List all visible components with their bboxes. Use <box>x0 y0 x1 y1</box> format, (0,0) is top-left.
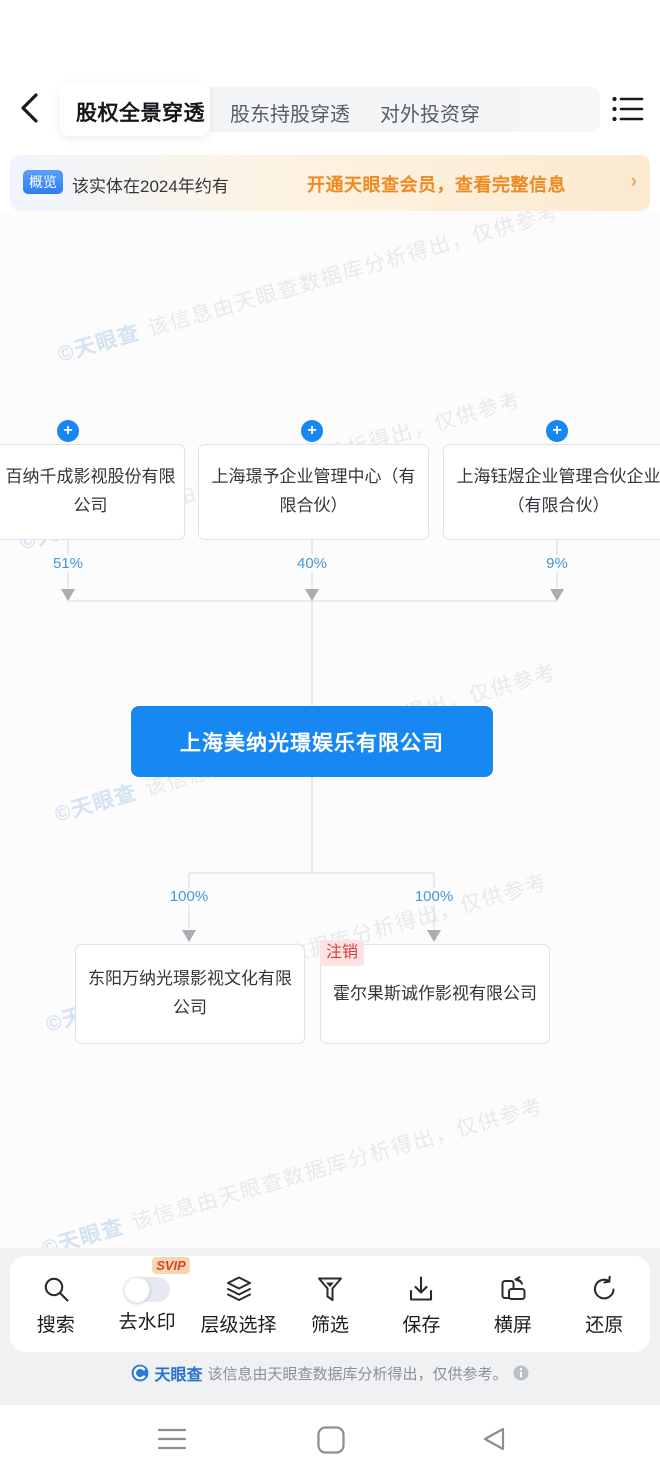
expand-plus-button[interactable]: + <box>546 420 568 442</box>
search-icon <box>40 1273 72 1305</box>
filter-button[interactable]: 筛选 <box>284 1256 375 1352</box>
app-header: 股权全景穿透 股东持股穿透 对外投资穿 <box>0 0 660 150</box>
equity-chart-canvas[interactable]: ©天眼查该信息由天眼查数据库分析得出，仅供参考 ©天眼查该信息由天眼查数据库分析… <box>0 211 660 1248</box>
ownership-percent: 100% <box>411 888 457 905</box>
expand-plus-button[interactable]: + <box>301 420 323 442</box>
back-button[interactable] <box>14 90 48 126</box>
bottom-area: 搜索 SVIP 去水印 层级选择 筛选 <box>0 1248 660 1405</box>
download-icon <box>405 1273 437 1305</box>
info-icon[interactable] <box>513 1365 529 1381</box>
tab-equity-panorama[interactable]: 股权全景穿透 <box>76 102 205 125</box>
plus-icon: + <box>307 422 317 439</box>
overview-banner: 概览 该实体在2024年约有 开通天眼查会员，查看完整信息 › <box>10 155 650 211</box>
footer-text: 该信息由天眼查数据库分析得出，仅供参考。 <box>207 1365 508 1383</box>
cancelled-status-badge: 注销 <box>320 940 365 966</box>
ownership-percent: 9% <box>543 555 571 572</box>
shareholder-node[interactable]: 百纳千成影视股份有限公司 <box>0 444 185 540</box>
plus-icon: + <box>63 422 73 439</box>
root-company-node[interactable]: 上海美纳光璟娱乐有限公司 <box>131 706 493 777</box>
tianyancha-logo-icon <box>132 1364 149 1382</box>
layer-select-button[interactable]: 层级选择 <box>193 1256 284 1352</box>
recent-apps-icon[interactable] <box>158 1426 186 1452</box>
tab-fade-overlay <box>492 87 600 132</box>
reset-button[interactable]: 还原 <box>559 1256 650 1352</box>
filter-icon <box>314 1273 346 1305</box>
plus-icon: + <box>552 422 562 439</box>
tab-outbound-investment[interactable]: 对外投资穿 <box>380 104 480 126</box>
subsidiary-node[interactable]: 东阳万纳光璟影视文化有限公司 <box>75 944 305 1044</box>
banner-text: 该实体在2024年约有 <box>72 177 229 196</box>
shareholder-node[interactable]: 上海璟予企业管理中心（有限合伙） <box>198 444 429 540</box>
shareholder-node[interactable]: 上海钰煜企业管理合伙企业（有限合伙） <box>443 444 660 540</box>
subsidiary-node[interactable]: 霍尔果斯诚作影视有限公司 <box>320 944 550 1044</box>
vip-upgrade-link[interactable]: 开通天眼查会员，查看完整信息 <box>307 175 566 195</box>
list-icon <box>612 96 644 122</box>
active-tab-pill <box>60 82 210 136</box>
rotate-screen-icon <box>497 1273 529 1305</box>
home-icon[interactable] <box>317 1426 345 1454</box>
chevron-left-icon <box>21 93 38 123</box>
remove-watermark-item[interactable]: SVIP 去水印 <box>101 1256 192 1352</box>
back-triangle-icon[interactable] <box>482 1426 508 1452</box>
svip-badge: SVIP <box>152 1257 190 1274</box>
tab-shareholder-penetration[interactable]: 股东持股穿透 <box>230 104 350 126</box>
android-nav-bar <box>0 1405 660 1474</box>
save-button[interactable]: 保存 <box>376 1256 467 1352</box>
footer-logo-text: 天眼查 <box>154 1367 203 1384</box>
chart-toolbar: 搜索 SVIP 去水印 层级选择 筛选 <box>10 1256 650 1352</box>
ownership-percent: 51% <box>49 555 87 572</box>
overview-badge: 概览 <box>23 170 63 194</box>
toggle-knob <box>124 1277 151 1303</box>
ownership-percent: 40% <box>293 555 331 572</box>
watermark-toggle[interactable] <box>124 1277 171 1303</box>
footer-disclaimer: 天眼查 该信息由天眼查数据库分析得出，仅供参考。 <box>0 1361 660 1385</box>
layers-icon <box>223 1273 255 1305</box>
chevron-right-icon[interactable]: › <box>630 171 637 192</box>
search-button[interactable]: 搜索 <box>10 1256 101 1352</box>
list-menu-button[interactable] <box>610 93 646 125</box>
landscape-button[interactable]: 横屏 <box>467 1256 558 1352</box>
ownership-percent: 100% <box>166 888 212 905</box>
reset-icon <box>588 1273 620 1305</box>
expand-plus-button[interactable]: + <box>57 420 79 442</box>
connector-lines <box>61 538 564 942</box>
